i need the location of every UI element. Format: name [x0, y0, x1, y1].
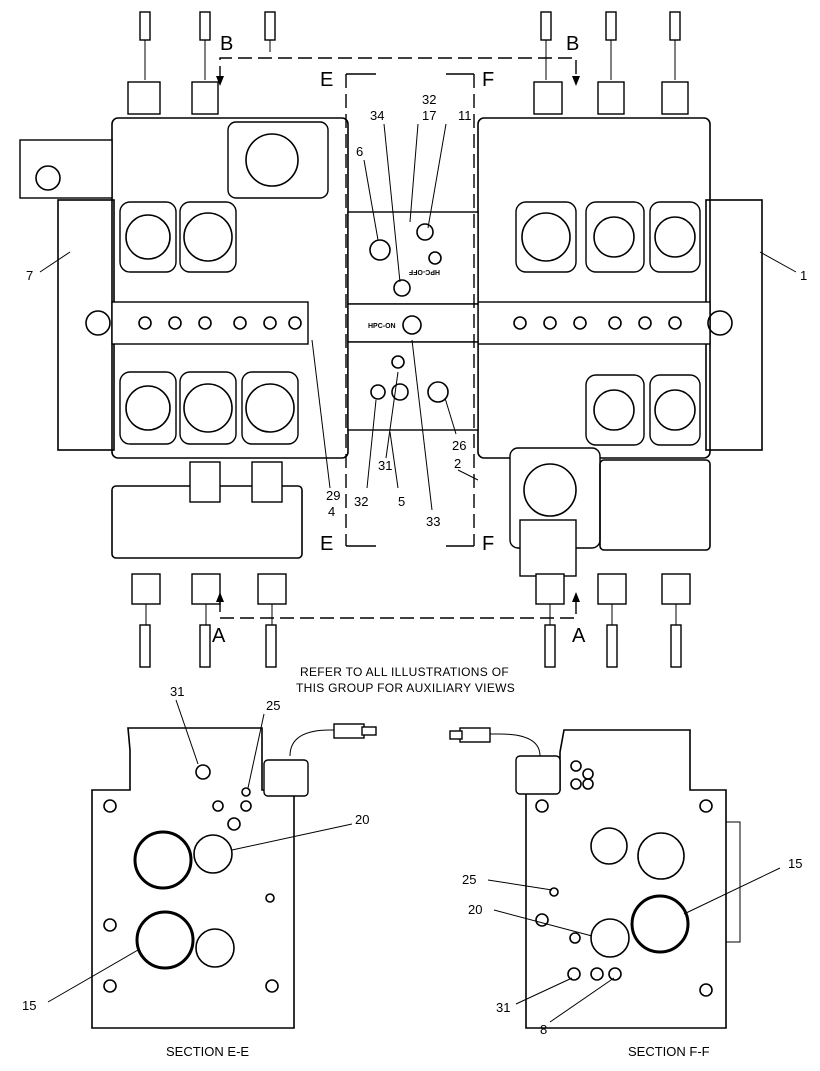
bottom-connectors-left: [131, 573, 287, 668]
section-ee-callout-25: 25: [266, 698, 280, 713]
auxiliary-views-note-line1: REFER TO ALL ILLUSTRATIONS OF: [300, 665, 509, 679]
section-ee-callout-20: 20: [355, 812, 369, 827]
section-ee-callout-31: 31: [170, 684, 184, 699]
section-ff-callout-8: 8: [540, 1022, 547, 1037]
top-connectors-left: [127, 11, 276, 115]
section-label-f-bottom: F: [482, 533, 494, 555]
callout-7: 7: [26, 268, 33, 283]
top-connectors-right: [533, 11, 689, 115]
section-ff-title: SECTION F-F: [628, 1044, 710, 1059]
main-valve-assembly: HPC-OFF HPC-ON B B E F E F A A: [19, 11, 807, 668]
section-ee-title: SECTION E-E: [166, 1044, 249, 1059]
section-label-b-right: B: [566, 33, 579, 55]
callout-5: 5: [398, 494, 405, 509]
section-label-f-top: F: [482, 69, 494, 91]
section-boundary: [216, 57, 580, 619]
section-ee-callout-15: 15: [22, 998, 36, 1013]
section-e-e-view: 31 25 20 15 SECTION E-E: [22, 684, 377, 1059]
callout-2: 2: [454, 456, 461, 471]
section-ff-callout-15: 15: [788, 856, 802, 871]
section-ff-callout-25: 25: [462, 872, 476, 887]
auxiliary-views-note-line2: THIS GROUP FOR AUXILIARY VIEWS: [296, 681, 515, 695]
section-f-f-view: 25 20 15 31 8 SECTION F-F: [449, 727, 802, 1059]
callout-17: 17: [422, 108, 436, 123]
right-valve-body: [477, 117, 763, 577]
callout-33: 33: [426, 514, 440, 529]
section-label-e-top: E: [320, 69, 333, 91]
callout-29: 29: [326, 488, 340, 503]
left-valve-body: [19, 117, 349, 559]
section-label-a-left: A: [212, 625, 226, 647]
stamp-hpc-on: HPC-ON: [368, 323, 396, 330]
callout-1: 1: [800, 268, 807, 283]
section-ff-callout-31: 31: [496, 1000, 510, 1015]
callout-31: 31: [378, 458, 392, 473]
callout-32-top: 32: [422, 92, 436, 107]
callout-11: 11: [458, 108, 472, 123]
main-leader-lines: [39, 123, 797, 511]
section-label-e-bottom: E: [320, 533, 333, 555]
bottom-connectors-right: [535, 573, 691, 668]
callout-34: 34: [370, 108, 384, 123]
center-hpc-block: HPC-OFF HPC-ON: [347, 211, 479, 431]
section-label-a-right: A: [572, 625, 586, 647]
section-label-b-left: B: [220, 33, 233, 55]
section-ff-callout-20: 20: [468, 902, 482, 917]
callout-4: 4: [328, 504, 335, 519]
callout-32-bottom: 32: [354, 494, 368, 509]
callout-26: 26: [452, 438, 466, 453]
callout-6: 6: [356, 144, 363, 159]
stamp-hpc-off: HPC-OFF: [408, 268, 440, 275]
